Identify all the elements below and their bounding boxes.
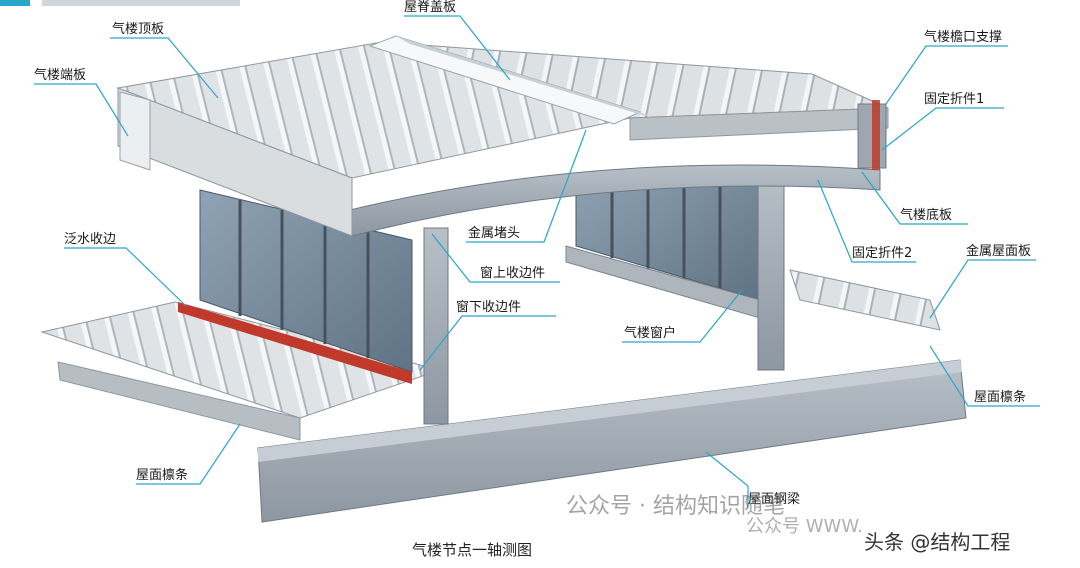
label-fixed-fold-2: 固定折件2 bbox=[852, 246, 913, 261]
label-eave-support: 气楼檐口支撑 bbox=[924, 30, 1003, 45]
wechat-watermark-small: 公众号 WWW. bbox=[746, 516, 863, 537]
label-bottom-panel: 气楼底板 bbox=[900, 208, 953, 223]
wechat-watermark: 公众号 · 结构知识随笔 bbox=[566, 494, 785, 519]
top-edge-bar bbox=[0, 0, 240, 6]
label-end-panel: 气楼端板 bbox=[34, 68, 87, 83]
toutiao-watermark: 头条 @结构工程 bbox=[864, 530, 1011, 554]
ridge-cover-plate bbox=[368, 35, 652, 125]
label-ridge-cover: 屋脊盖板 bbox=[404, 0, 457, 15]
roof-steel-beam bbox=[257, 359, 967, 523]
steel-columns bbox=[423, 173, 785, 425]
label-skylight-window: 气楼窗户 bbox=[624, 326, 677, 341]
left-roof-panel bbox=[40, 301, 442, 441]
arched-rafter bbox=[349, 164, 881, 237]
eave-support-detail bbox=[857, 100, 887, 170]
label-flashing-trim: 泛水收边 bbox=[64, 232, 117, 247]
label-window-bottom-trim: 窗下收边件 bbox=[456, 300, 522, 315]
label-purlin-left: 屋面檩条 bbox=[136, 468, 189, 483]
label-top-panel: 气楼顶板 bbox=[112, 22, 165, 37]
label-metal-roof-panel: 金属屋面板 bbox=[966, 244, 1032, 259]
label-window-top-trim: 窗上收边件 bbox=[480, 266, 546, 281]
label-roof-steel-beam: 屋面钢梁 bbox=[748, 492, 801, 507]
label-metal-end-cap: 金属堵头 bbox=[468, 226, 521, 241]
right-roof-panel bbox=[789, 269, 941, 331]
label-purlin-right: 屋面檩条 bbox=[974, 390, 1027, 405]
diagram-caption: 气楼节点一轴测图 bbox=[412, 541, 533, 559]
label-fixed-fold-1: 固定折件1 bbox=[924, 92, 985, 107]
leader-lines bbox=[34, 15, 1040, 508]
left-window-wall bbox=[178, 189, 413, 384]
